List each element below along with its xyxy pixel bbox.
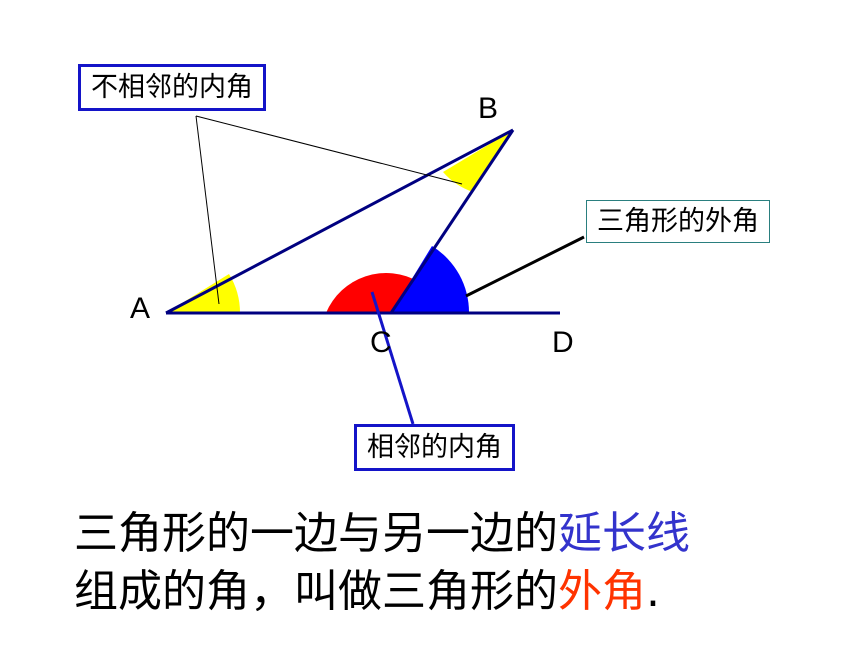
side-bc [389, 129, 515, 314]
definition-line-1: 三角形的一边与另一边的延长线 [74, 512, 690, 556]
highlight-exterior-angle: 外角 [558, 566, 646, 617]
point-label-a: A [130, 292, 150, 325]
callout-non-adjacent-interior-angles: 不相邻的内角 [78, 64, 266, 111]
side-ab [165, 128, 514, 315]
angle-c-exterior [391, 246, 470, 313]
angle-b-interior [443, 130, 513, 192]
highlight-extension-line: 延长线 [558, 508, 690, 559]
callout-line-to-angle-b [195, 115, 463, 185]
point-label-b: B [478, 92, 498, 125]
callout-line-to-angle-a [195, 115, 220, 305]
callout-line-to-adjacent-angle [370, 291, 415, 425]
point-label-c: C [370, 326, 392, 359]
definition-period: . [646, 566, 660, 617]
definition-line-2: 组成的角，叫做三角形的外角. [74, 570, 660, 614]
callout-adjacent-interior-angle: 相邻的内角 [354, 424, 515, 471]
callout-exterior-angle: 三角形的外角 [586, 200, 770, 243]
callout-line-to-exterior-angle [465, 235, 585, 298]
definition-line-2-text: 组成的角，叫做三角形的 [74, 566, 558, 617]
point-label-d: D [552, 326, 574, 359]
definition-line-1-text: 三角形的一边与另一边的 [74, 508, 558, 559]
